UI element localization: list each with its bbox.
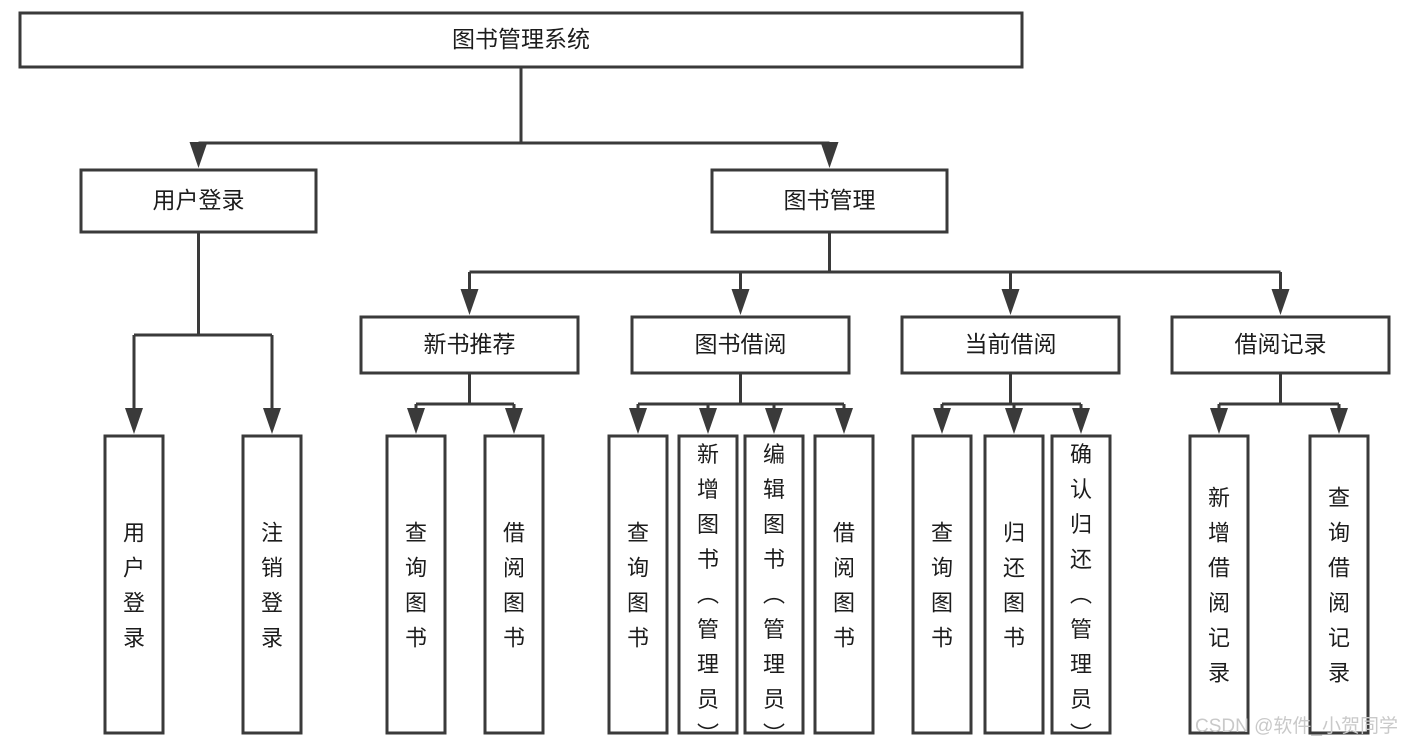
arrow-head-icon <box>933 408 951 434</box>
boxes-layer: 图书管理系统用户登录图书管理新书推荐图书借阅当前借阅借阅记录用户登录注销登录查询… <box>18 11 1391 747</box>
node-box[interactable] <box>911 434 973 735</box>
node-box[interactable] <box>241 434 303 735</box>
csdn-watermark: CSDN @软件_小贺同学 <box>1195 715 1398 737</box>
arrow-head-icon <box>699 408 717 434</box>
node-box[interactable] <box>18 11 1024 69</box>
arrow-head-icon <box>629 408 647 434</box>
arrow-head-icon <box>765 408 783 434</box>
node-level2-0[interactable]: 新书推荐 <box>359 315 580 375</box>
node-leaf-8[interactable]: 查询图书 <box>911 434 973 735</box>
node-label: 编辑图书︵管理员︶ <box>763 442 785 747</box>
node-label: 新增图书︵管理员︶ <box>697 442 719 747</box>
node-label: 用户登录 <box>123 521 145 651</box>
node-leaf-11[interactable]: 新增借阅记录 <box>1188 434 1250 735</box>
node-label: 确认归还︵管理员︶ <box>1070 442 1092 747</box>
node-box[interactable] <box>677 434 739 735</box>
arrow-head-icon <box>460 289 479 315</box>
node-box[interactable] <box>1308 434 1370 735</box>
node-label: 借阅图书 <box>503 521 525 651</box>
arrow-head-icon <box>125 408 143 434</box>
connectors-layer <box>125 67 1348 434</box>
node-label: 图书管理系统 <box>452 26 590 52</box>
node-label: 借阅图书 <box>833 521 855 651</box>
arrow-head-icon <box>1001 289 1020 315</box>
node-label: 图书借阅 <box>695 331 787 357</box>
node-box[interactable] <box>385 434 447 735</box>
node-leaf-7[interactable]: 借阅图书 <box>813 434 875 735</box>
node-leaf-2[interactable]: 查询图书 <box>385 434 447 735</box>
arrow-head-icon <box>505 408 523 434</box>
node-box[interactable] <box>710 168 949 234</box>
node-box[interactable] <box>983 434 1045 735</box>
node-box[interactable] <box>630 315 851 375</box>
node-box[interactable] <box>1188 434 1250 735</box>
node-leaf-0[interactable]: 用户登录 <box>103 434 165 735</box>
node-label: 新书推荐 <box>424 331 516 357</box>
node-leaf-10[interactable]: 确认归还︵管理员︶ <box>1050 434 1112 747</box>
arrow-head-icon <box>820 142 839 168</box>
node-root-book-management-system[interactable]: 图书管理系统 <box>18 11 1024 69</box>
node-box[interactable] <box>483 434 545 735</box>
arrow-head-icon <box>1210 408 1228 434</box>
node-label: 查询图书 <box>405 521 427 651</box>
node-box[interactable] <box>607 434 669 735</box>
arrow-head-icon <box>1330 408 1348 434</box>
node-box[interactable] <box>359 315 580 375</box>
node-level1-0[interactable]: 用户登录 <box>79 168 318 234</box>
arrow-head-icon <box>189 142 208 168</box>
node-label: 当前借阅 <box>965 331 1057 357</box>
node-label: 查询图书 <box>627 521 649 651</box>
node-box[interactable] <box>813 434 875 735</box>
node-leaf-12[interactable]: 查询借阅记录 <box>1308 434 1370 735</box>
node-level2-1[interactable]: 图书借阅 <box>630 315 851 375</box>
node-label: 查询借阅记录 <box>1328 486 1350 686</box>
node-label: 新增借阅记录 <box>1208 486 1230 686</box>
node-label: 用户登录 <box>153 187 245 213</box>
node-box[interactable] <box>1050 434 1112 735</box>
node-leaf-3[interactable]: 借阅图书 <box>483 434 545 735</box>
node-box[interactable] <box>1170 315 1391 375</box>
node-label: 图书管理 <box>784 187 876 213</box>
node-box[interactable] <box>79 168 318 234</box>
node-box[interactable] <box>900 315 1121 375</box>
node-level2-2[interactable]: 当前借阅 <box>900 315 1121 375</box>
node-label: 查询图书 <box>931 521 953 651</box>
arrow-head-icon <box>407 408 425 434</box>
node-leaf-6[interactable]: 编辑图书︵管理员︶ <box>743 434 805 747</box>
node-box[interactable] <box>103 434 165 735</box>
node-leaf-1[interactable]: 注销登录 <box>241 434 303 735</box>
arrow-head-icon <box>263 408 281 434</box>
node-label: 注销登录 <box>261 521 283 651</box>
node-level1-1[interactable]: 图书管理 <box>710 168 949 234</box>
arrow-head-icon <box>1005 408 1023 434</box>
node-box[interactable] <box>743 434 805 735</box>
node-label: 归还图书 <box>1003 521 1025 651</box>
arrow-head-icon <box>1271 289 1290 315</box>
node-level2-3[interactable]: 借阅记录 <box>1170 315 1391 375</box>
node-leaf-4[interactable]: 查询图书 <box>607 434 669 735</box>
node-leaf-5[interactable]: 新增图书︵管理员︶ <box>677 434 739 747</box>
arrow-head-icon <box>731 289 750 315</box>
arrow-head-icon <box>1072 408 1090 434</box>
node-leaf-9[interactable]: 归还图书 <box>983 434 1045 735</box>
node-label: 借阅记录 <box>1235 331 1327 357</box>
arrow-head-icon <box>835 408 853 434</box>
